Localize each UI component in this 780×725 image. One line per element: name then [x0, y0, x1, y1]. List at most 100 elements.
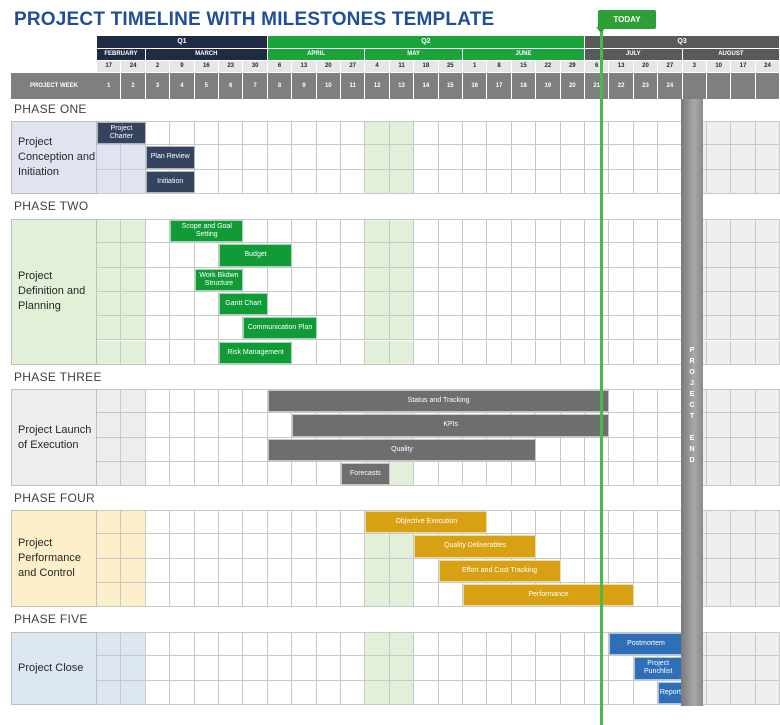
grid-cell: [243, 680, 268, 705]
grid-cell: [267, 582, 293, 608]
task-bar[interactable]: Work Bkdwn Structure: [194, 268, 244, 291]
project-end-letter: E: [689, 435, 695, 442]
today-marker[interactable]: TODAY: [598, 10, 656, 29]
task-bar[interactable]: KPIs: [292, 414, 610, 437]
grid-cell: [97, 437, 122, 462]
grid-cell: [341, 656, 366, 681]
grid-cell: [194, 121, 219, 146]
grid-cell: [97, 389, 122, 414]
grid-cell: [121, 680, 146, 705]
date-cell: 23: [219, 61, 244, 72]
task-bar[interactable]: Project Charter: [97, 122, 146, 145]
grid-cell: [316, 582, 341, 608]
grid-cell: [145, 389, 171, 414]
date-cell: 22: [536, 61, 561, 72]
grid-cell: [389, 558, 415, 583]
task-bar[interactable]: Effort and Cost Tracking: [438, 559, 561, 582]
grid-cell: [707, 121, 732, 146]
grid-cell: [511, 340, 537, 365]
grid-cell: [389, 656, 415, 681]
grid-cell: [170, 340, 195, 365]
grid-cell: [707, 437, 732, 462]
grid-cell: [121, 243, 146, 268]
grid-cell: [194, 437, 219, 462]
grid-cell: [194, 558, 219, 583]
grid-cell: [414, 145, 439, 170]
grid-cell: [487, 291, 512, 317]
grid-cell: [585, 510, 610, 535]
grid-cell: [170, 558, 195, 583]
task-bar[interactable]: Initiation: [145, 170, 195, 193]
grid-cell: [292, 461, 317, 487]
task-bar[interactable]: Communication Plan: [243, 317, 317, 340]
grid-cell: [145, 582, 171, 608]
task-bar[interactable]: Performance: [463, 583, 634, 607]
grid-cell: [511, 510, 537, 535]
grid-cell: [414, 582, 439, 608]
grid-cell: [316, 291, 341, 317]
task-bar[interactable]: Postmortem: [609, 633, 683, 656]
grid-cell: [438, 291, 463, 317]
grid-cell: [633, 121, 659, 146]
grid-cell: [707, 510, 732, 535]
grid-cell: [633, 558, 659, 583]
grid-cell: [609, 121, 634, 146]
grid-cell: [536, 632, 561, 657]
project-end-letter: N: [689, 446, 695, 453]
grid-cell: [219, 413, 244, 438]
date-cell: 24: [755, 61, 780, 72]
grid-cell: [438, 632, 463, 657]
task-bar[interactable]: Report: [658, 681, 683, 704]
task-bar[interactable]: Scope and Goal Setting: [170, 220, 244, 243]
phase-heading: PHASE ONE: [14, 102, 87, 116]
grid-cell: [414, 243, 439, 268]
task-bar[interactable]: Status and Tracking: [267, 390, 610, 413]
task-bar[interactable]: Forecasts: [341, 462, 390, 486]
grid-cell: [365, 121, 390, 146]
grid-cell: [389, 243, 415, 268]
grid-cell: [658, 413, 683, 438]
task-bar[interactable]: Quality Deliverables: [414, 535, 537, 558]
grid-cell: [145, 121, 171, 146]
grid-cell: [97, 316, 122, 341]
task-bar[interactable]: Quality: [267, 438, 537, 461]
task-bar[interactable]: Plan Review: [145, 146, 195, 169]
grid-cell: [194, 632, 219, 657]
task-bar[interactable]: Gantt Chart: [219, 292, 268, 316]
grid-cell: [316, 121, 341, 146]
task-bar[interactable]: Objective Execution: [365, 511, 488, 534]
grid-cell: [414, 558, 439, 583]
grid-cell: [658, 267, 683, 292]
grid-cell: [243, 267, 268, 292]
project-end-letter: R: [689, 358, 695, 365]
grid-cell: [633, 291, 659, 317]
grid-cell: [219, 656, 244, 681]
grid-cell: [365, 169, 390, 194]
grid-cell: [511, 121, 537, 146]
grid-cell: [219, 316, 244, 341]
grid-cell: [585, 656, 610, 681]
grid-cell: [194, 582, 219, 608]
phase-heading: PHASE TWO: [14, 199, 89, 213]
grid-cell: [414, 680, 439, 705]
task-bar[interactable]: Project Punchlist: [633, 657, 683, 680]
grid-cell: [389, 267, 415, 292]
grid-cell: [170, 389, 195, 414]
grid-cell: [536, 243, 561, 268]
grid-cell: [365, 291, 390, 317]
phase-label-text: Project Conception and Initiation: [18, 135, 96, 178]
grid-cell: [755, 534, 780, 559]
grid-cell: [560, 534, 585, 559]
task-bar[interactable]: Budget: [219, 244, 293, 267]
grid-cell: [145, 632, 171, 657]
grid-cell: [463, 291, 488, 317]
grid-cell: [194, 461, 219, 487]
grid-cell: [97, 510, 122, 535]
quarter-header: Q2: [267, 36, 584, 48]
grid-cell: [585, 219, 610, 244]
task-bar[interactable]: Risk Management: [219, 341, 293, 364]
grid-cell: [633, 169, 659, 194]
grid-cell: [536, 121, 561, 146]
grid-cell: [755, 316, 780, 341]
grid-cell: [658, 340, 683, 365]
